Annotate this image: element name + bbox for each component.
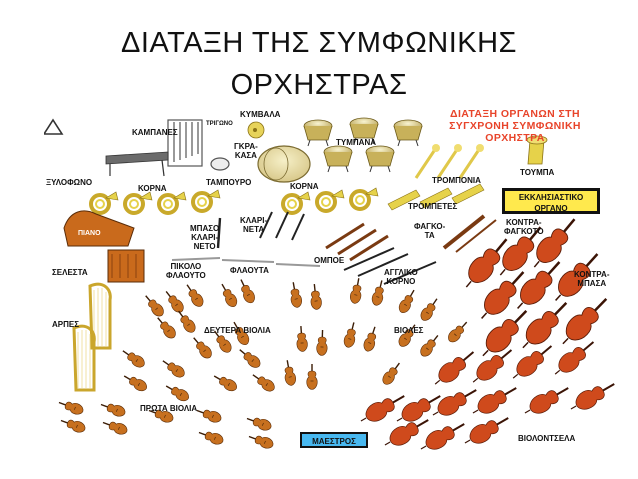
label-bells: ΚΑΜΠΑΝΕΣ	[132, 128, 178, 137]
label-second-violins: ΔΕΥΤΕΡΑ ΒΙΟΛΙΑ	[204, 326, 271, 335]
label-bass-drum: ΓΚΡΑ- ΚΑΣΑ	[234, 142, 258, 160]
label-cymbals: ΚΥΜΒΑΛΑ	[240, 110, 280, 119]
label-triangle: ΤΡΙΓΩΝΟ	[206, 120, 233, 129]
label-harps: ΑΡΠΕΣ	[52, 320, 79, 329]
label-first-violins: ΠΡΩΤΑ ΒΙΟΛΙΑ	[140, 404, 197, 413]
trombones-icon	[416, 144, 484, 178]
harps-icon	[74, 284, 110, 390]
diagram-heading: ΔΙΑΤΑΞΗ ΟΡΓΑΝΩΝ ΣΤΗ ΣΥΓΧΡΟΝΗ ΣΥΜΦΩΝΙΚΗ Ο…	[430, 108, 600, 144]
label-timpani: ΤΥΜΠΑΝΑ	[336, 138, 376, 147]
label-xylophone: ΞΥΛΟΦΩΝΟ	[46, 178, 92, 187]
label-piano: ΠΙΑΝΟ	[78, 230, 101, 237]
label-oboes: ΟΜΠΟΕ	[314, 256, 344, 265]
label-clarinets: ΚΛΑΡΙ- ΝΕΤΑ	[240, 216, 267, 234]
label-horns-left: ΚΟΡΝΑ	[138, 184, 167, 193]
second-violins-group	[142, 277, 257, 360]
label-tuba: ΤΟΥΜΠΑ	[520, 168, 554, 177]
label-double-basses: ΚΟΝΤΡΑ- ΜΠΑΣΑ	[574, 270, 609, 288]
label-celesta: ΣΕΛΕΣΤΑ	[52, 268, 88, 277]
triangle-icon	[44, 120, 62, 134]
tubular-bells-icon	[168, 120, 202, 166]
bass-drum-icon	[258, 146, 310, 182]
orchestra-seating-diagram: ΔΙΑΤΑΞΗ ΟΡΓΑΝΩΝ ΣΤΗ ΣΥΓΧΡΟΝΗ ΣΥΜΦΩΝΙΚΗ Ο…	[44, 98, 638, 458]
xylophone-icon	[106, 152, 168, 176]
contrabassoon-icon	[444, 216, 496, 252]
label-bassoons: ΦΑΓΚΟ- ΤΑ	[414, 222, 445, 240]
label-contrabassoon: ΚΟΝΤΡΑ- ΦΑΓΚΟΤΟ	[504, 218, 544, 236]
horns-right-icon	[283, 188, 378, 213]
label-cellos: ΒΙΟΛΟΝΤΣΕΛΑ	[518, 434, 575, 443]
label-trombones: ΤΡΟΜΠΟΝΙΑ	[432, 176, 481, 185]
label-flutes: ΦΛΑΟΥΤΑ	[230, 266, 269, 275]
tambourine-icon	[211, 158, 229, 170]
organ-label-box: ΕΚΚΛΗΣΙΑΣΤΙΚΟ ΟΡΓΑΝΟ	[502, 188, 600, 214]
slide-title: ΔΙΑΤΑΞΗ ΤΗΣ ΣΥΜΦΩΝΙΚΗΣ ΟΡΧΗΣΤΡΑΣ	[0, 22, 638, 106]
cymbals-icon	[248, 122, 264, 138]
label-violas: ΒΙΟΛΕΣ	[394, 326, 423, 335]
piano-icon	[64, 211, 134, 246]
label-horns-right: ΚΟΡΝΑ	[290, 182, 319, 191]
label-piccolo: ΠΙΚΟΛΟ ΦΛΑΟΥΤΟ	[166, 262, 206, 280]
label-bass-clarinet: ΜΠΑΣΟ ΚΛΑΡΙ- ΝΕΤΟ	[190, 224, 219, 251]
label-tambourine: ΤΑΜΠΟΥΡΟ	[206, 178, 251, 187]
maestro-label-box: ΜΑΕΣΤΡΟΣ	[300, 432, 368, 448]
label-english-horn: ΑΓΓΛΙΚΟ ΚΟΡΝΟ	[384, 268, 418, 286]
horns-left-icon	[91, 190, 220, 213]
celesta-icon	[108, 250, 144, 282]
cellos-group	[357, 335, 619, 456]
diagram-artwork	[44, 98, 638, 458]
label-trumpets: ΤΡΟΜΠΕΤΕΣ	[408, 202, 457, 211]
